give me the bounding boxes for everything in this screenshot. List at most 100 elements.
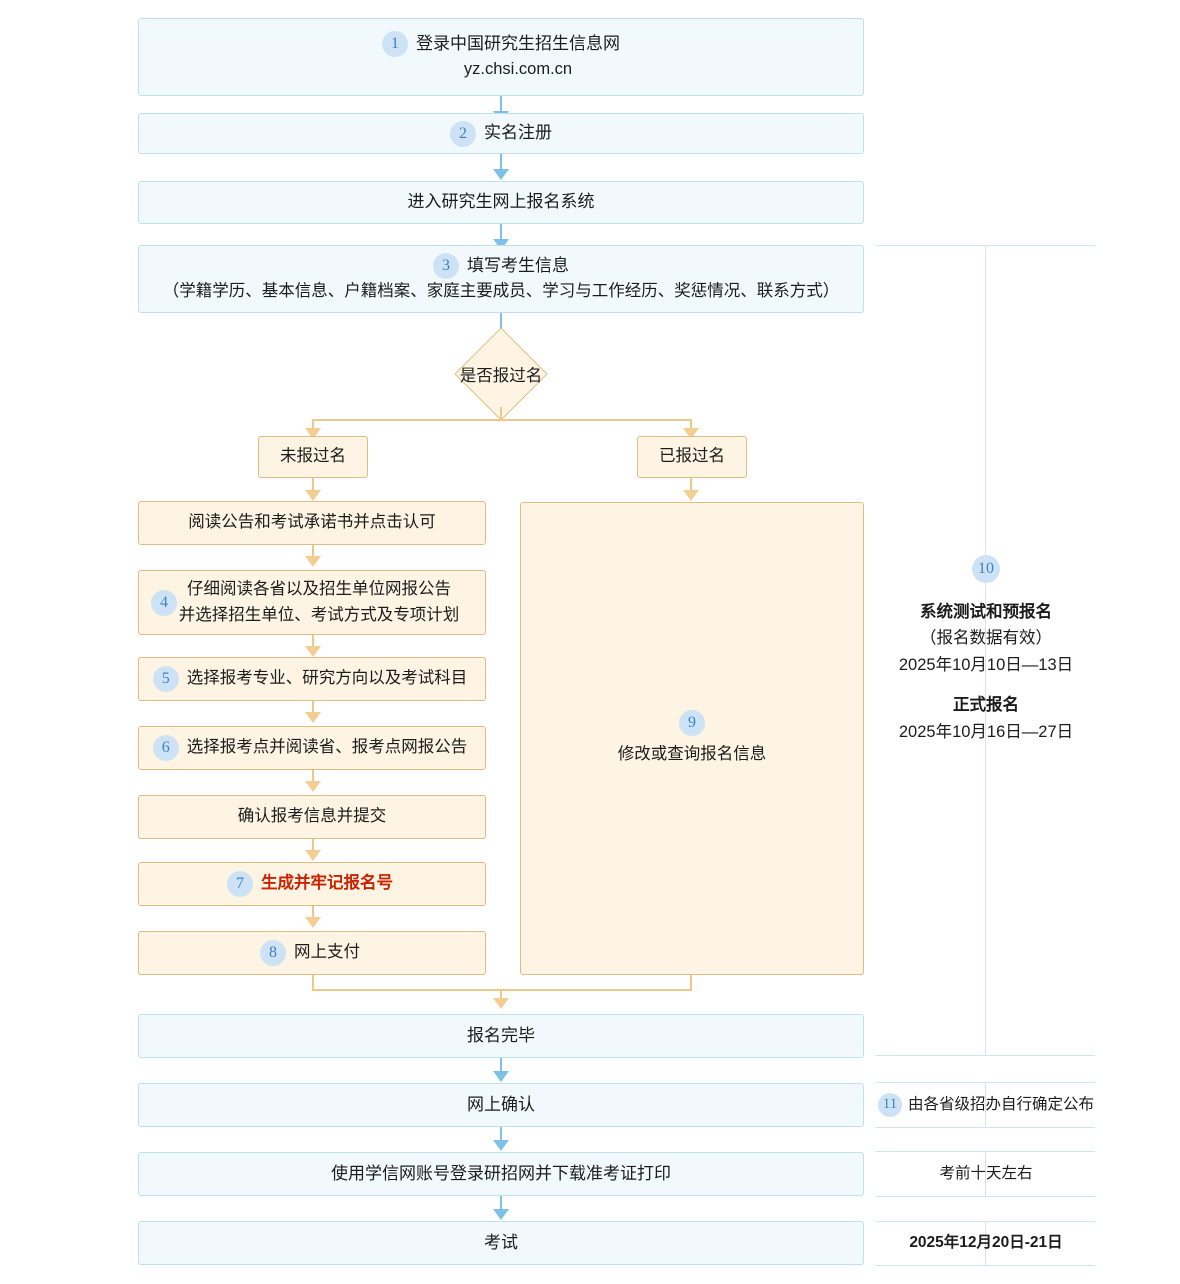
node-step-4-row: 3 填写考生信息 <box>433 253 569 280</box>
badge-6: 6 <box>152 735 179 761</box>
node-online-confirmation-label: 网上确认 <box>467 1094 535 1114</box>
merge-left-stem <box>312 975 314 990</box>
connector-L4-L5 <box>312 770 314 783</box>
arrow-to-branch-right <box>683 428 699 439</box>
panel-divider-7 <box>875 1265 1095 1266</box>
node-step-1-title: 登录中国研究生招生信息网 <box>416 34 620 54</box>
node-confirm-submit[interactable]: 确认报考信息并提交 <box>138 795 486 839</box>
timeline-block-ten-days-before: 考前十天左右 <box>875 1152 1097 1196</box>
timeline-exam-date-text: 2025年12月20日-21日 <box>909 1233 1063 1251</box>
node-step-5-select-major[interactable]: 5 选择报考专业、研究方向以及考试科目 <box>138 657 486 701</box>
timeline-formal-dates: 2025年10月16日—27日 <box>898 722 1074 741</box>
node-step-5-label: 选择报考专业、研究方向以及考试科目 <box>186 669 468 688</box>
decision-left-drop <box>312 419 314 431</box>
connector-end2-end3 <box>500 1127 502 1142</box>
merge-bar <box>312 989 692 991</box>
node-step-6-row: 6 选择报考点并阅读省、报考点网报公告 <box>152 735 468 761</box>
arrow-2-to-3 <box>493 169 509 180</box>
connector-end3-end4 <box>500 1196 502 1211</box>
timeline-pretest-dates: 2025年10月10日—13日 <box>898 655 1074 674</box>
arrow-L3-L4 <box>305 712 321 723</box>
node-step-2[interactable]: 2 实名注册 <box>138 113 864 154</box>
node-step-4[interactable]: 3 填写考生信息 （学籍学历、基本信息、户籍档案、家庭主要成员、学习与工作经历、… <box>138 245 864 313</box>
branch-node-not-registered-label: 未报过名 <box>280 447 346 466</box>
panel-divider-3 <box>875 1127 1095 1128</box>
connector-L3-L4 <box>312 701 314 714</box>
connector-L5-L6 <box>312 839 314 852</box>
node-step-8-online-payment[interactable]: 8 网上支付 <box>138 931 486 975</box>
node-step-3-label: 进入研究生网上报名系统 <box>407 192 595 212</box>
arrow-L4-L5 <box>305 781 321 792</box>
timeline-block-registration-dates: 10 系统测试和预报名 （报名数据有效） 2025年10月10日—13日 正式报… <box>875 555 1097 741</box>
panel-divider-1 <box>875 1055 1095 1056</box>
decision-label: 是否报过名 <box>459 367 543 385</box>
badge-5: 5 <box>152 666 179 692</box>
node-step-6-select-site[interactable]: 6 选择报考点并阅读省、报考点网报公告 <box>138 726 486 770</box>
node-step-3[interactable]: 进入研究生网上报名系统 <box>138 181 864 224</box>
connector-L1-L2 <box>312 545 314 558</box>
badge-9: 9 <box>679 709 705 736</box>
connector-2-to-3 <box>500 154 502 171</box>
node-exam-label: 考试 <box>484 1232 518 1252</box>
node-online-confirmation[interactable]: 网上确认 <box>138 1083 864 1127</box>
node-step-9-label: 修改或查询报名信息 <box>617 744 767 763</box>
connector-L6-L7 <box>312 906 314 919</box>
node-registration-complete-label: 报名完毕 <box>467 1025 535 1045</box>
merge-right-stem <box>690 975 692 990</box>
node-step-8-label: 网上支付 <box>294 943 360 962</box>
node-step-9-modify-query[interactable]: 9 修改或查询报名信息 <box>520 502 864 975</box>
timeline-ten-days-text: 考前十天左右 <box>939 1164 1033 1182</box>
merge-center-stem <box>500 989 502 1001</box>
node-registration-complete[interactable]: 报名完毕 <box>138 1014 864 1058</box>
timeline-province-row: 11 由各省级招办自行确定公布 <box>877 1092 1094 1118</box>
badge-8: 8 <box>260 940 286 966</box>
panel-center-rule-3 <box>985 1151 986 1196</box>
arrow-branchL-down <box>305 490 321 501</box>
node-step-6-label: 选择报考点并阅读省、报考点网报公告 <box>186 738 468 757</box>
node-step-8-row: 8 网上支付 <box>260 940 360 966</box>
timeline-block-exam-date: 2025年12月20日-21日 <box>875 1221 1097 1265</box>
node-read-announcement[interactable]: 阅读公告和考试承诺书并点击认可 <box>138 501 486 545</box>
decision-split-bar <box>312 419 692 421</box>
arrow-L6-L7 <box>305 917 321 928</box>
branch-node-already-registered[interactable]: 已报过名 <box>637 436 747 478</box>
node-step-2-label: 实名注册 <box>484 123 552 143</box>
connector-branchL-down <box>312 478 314 492</box>
arrow-L5-L6 <box>305 850 321 861</box>
node-exam[interactable]: 考试 <box>138 1221 864 1265</box>
timeline-pretest-note: （报名数据有效） <box>920 629 1052 648</box>
badge-1: 1 <box>382 31 408 58</box>
node-step-7-registration-number[interactable]: 7 生成并牢记报名号 <box>138 862 486 906</box>
arrow-end3-end4 <box>493 1209 509 1220</box>
branch-node-already-registered-label: 已报过名 <box>659 447 725 466</box>
node-confirm-submit-label: 确认报考信息并提交 <box>237 807 387 826</box>
node-download-admission-ticket-label: 使用学信网账号登录研招网并下载准考证打印 <box>331 1163 671 1183</box>
arrow-end2-end3 <box>493 1140 509 1151</box>
arrow-L1-L2 <box>305 556 321 567</box>
node-step-7-label: 生成并牢记报名号 <box>261 874 393 893</box>
arrow-3-to-4 <box>493 239 509 250</box>
node-read-announcement-label: 阅读公告和考试承诺书并点击认可 <box>188 513 436 532</box>
badge-4: 4 <box>151 590 177 616</box>
node-step-4-detail: （学籍学历、基本信息、户籍档案、家庭主要成员、学习与工作经历、奖惩情况、联系方式… <box>162 282 840 301</box>
node-step-4-select-unit[interactable]: 4 仔细阅读各省以及招生单位网报公告 并选择招生单位、考试方式及专项计划 <box>138 570 486 635</box>
connector-end1-end2 <box>500 1058 502 1073</box>
panel-divider-5 <box>875 1196 1095 1197</box>
connector-3-to-4 <box>500 224 502 241</box>
panel-center-rule-2 <box>985 1082 986 1127</box>
timeline-formal-title: 正式报名 <box>953 696 1019 715</box>
connector-L2-L3 <box>312 635 314 648</box>
badge-7: 7 <box>227 871 253 897</box>
connector-1-to-2 <box>500 96 502 113</box>
arrow-to-branch-left <box>305 428 321 439</box>
badge-11: 11 <box>877 1092 902 1117</box>
node-step-1[interactable]: 1 登录中国研究生招生信息网 yz.chsi.com.cn <box>138 18 864 96</box>
timeline-province-text: 由各省级招办自行确定公布 <box>907 1095 1094 1113</box>
decision-stem <box>500 407 502 420</box>
panel-center-rule <box>985 245 986 1055</box>
branch-node-not-registered[interactable]: 未报过名 <box>258 436 368 478</box>
node-download-admission-ticket[interactable]: 使用学信网账号登录研招网并下载准考证打印 <box>138 1152 864 1196</box>
node-step-2-row: 2 实名注册 <box>450 120 552 147</box>
arrow-end1-end2 <box>493 1071 509 1082</box>
